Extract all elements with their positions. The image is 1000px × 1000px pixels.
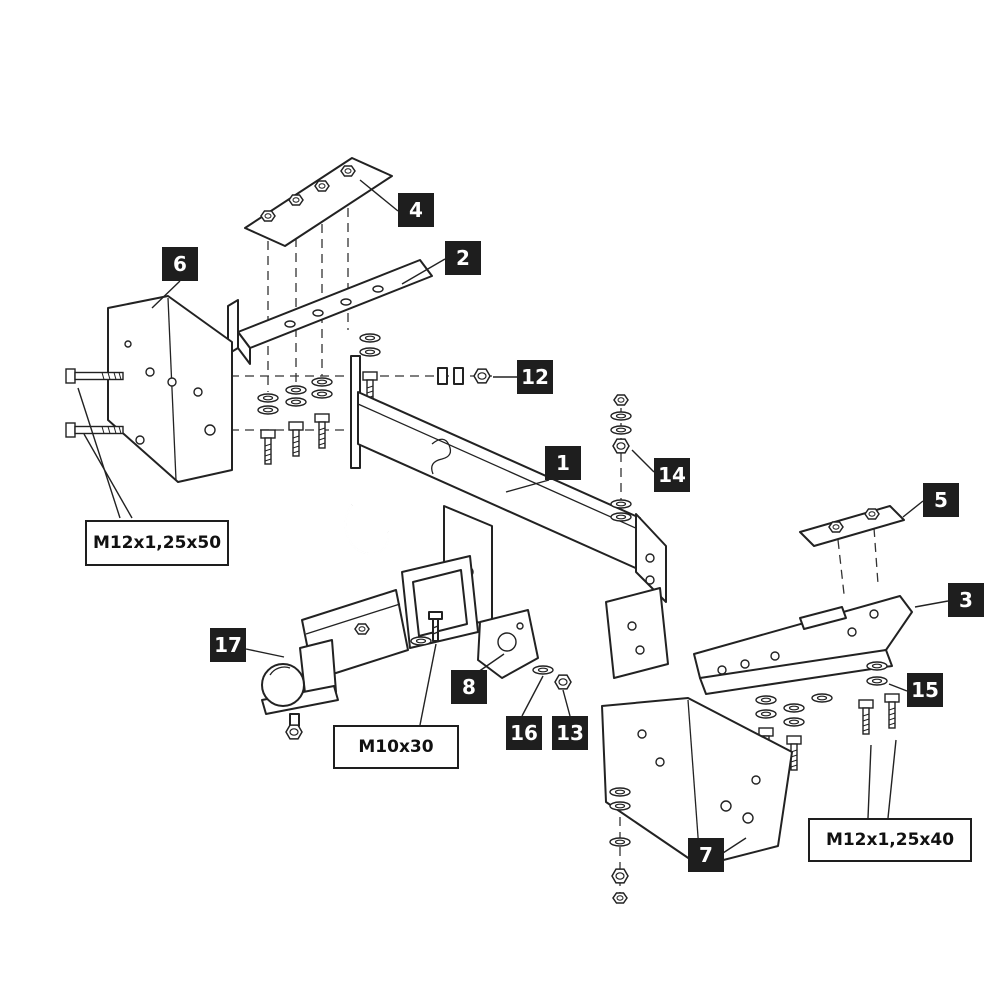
bracket-plate-part-8 [477, 609, 539, 679]
part-callout-5: 5 [923, 483, 959, 517]
part-callout-14: 14 [654, 458, 690, 492]
part-callout-2: 2 [445, 241, 481, 275]
nut-part-13 [554, 674, 572, 690]
top-plate-part-4 [244, 157, 393, 247]
part-callout-4: 4 [398, 193, 434, 227]
part-callout-1: 1 [545, 446, 581, 480]
washer-part-16 [532, 665, 554, 675]
fasteners-part-15 [858, 661, 900, 735]
bolt-spec-m12x1-25x40: M12x1,25x40 [808, 818, 972, 862]
ball-mount-part-17 [261, 589, 409, 740]
bolt-spec-m10x30: M10x30 [333, 725, 459, 769]
part-callout-6: 6 [162, 247, 198, 281]
link-plate [605, 587, 669, 679]
part-callout-17: 17 [210, 628, 246, 662]
part-callout-16: 16 [506, 716, 542, 750]
side-plate-part-6 [107, 295, 233, 483]
part-callout-12: 12 [517, 360, 553, 394]
part-callout-3: 3 [948, 583, 984, 617]
crossbeam-part-1 [344, 355, 667, 603]
part-callout-7: 7 [688, 838, 724, 872]
part-callout-8: 8 [451, 670, 487, 704]
bolt-spec-m12x1-25x50: M12x1,25x50 [85, 520, 229, 566]
top-plate-part-5 [799, 505, 905, 547]
mounting-bracket-part-3 [693, 595, 913, 695]
part-callout-13: 13 [552, 716, 588, 750]
m10x30-bolt [410, 611, 443, 646]
side-plate-part-7 [601, 697, 793, 867]
mounting-bracket-part-2 [227, 259, 433, 365]
part-callout-15: 15 [907, 673, 943, 707]
spacers-part-12 [437, 367, 491, 385]
receiver-bracket [401, 505, 493, 649]
leader-lines [77, 179, 949, 854]
